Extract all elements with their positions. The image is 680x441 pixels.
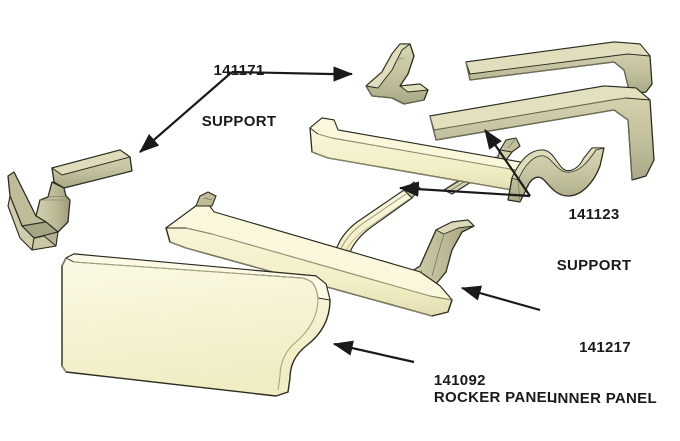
callout-141217-name: INNER PANEL (553, 390, 657, 407)
callout-141217: 141217 INNER PANEL (540, 305, 670, 441)
part-bracket-curved (507, 147, 605, 203)
callout-141123-name: SUPPORT (556, 257, 632, 274)
callout-141171-number: 141171 (213, 62, 265, 79)
leader-141217 (460, 285, 541, 312)
part-outer-panel-upper (465, 41, 653, 95)
callout-141171-name: SUPPORT (201, 113, 277, 130)
leader-141092 (332, 340, 415, 364)
parts-illustration (7, 41, 655, 397)
leader-141123 (398, 129, 531, 198)
callout-141092-name: ROCKER PANEL (433, 389, 557, 406)
part-support-left (7, 149, 133, 251)
callout-141171: 141171 SUPPORT (184, 28, 294, 164)
part-support-right (365, 43, 429, 105)
callout-141123: 141123 SUPPORT (534, 172, 654, 308)
callout-141092: 141092 ROCKER PANEL (416, 355, 646, 423)
part-inner-panel (165, 191, 453, 317)
callout-141092-number: 141092 (433, 372, 491, 389)
part-rocker-panel (61, 253, 331, 397)
leader-141171 (139, 66, 354, 153)
callout-141123-number: 141123 (568, 206, 620, 223)
callout-141217-number: 141217 (579, 339, 631, 356)
exploded-parts-diagram: 141171 SUPPORT 141123 SUPPORT 141217 INN… (7, 28, 657, 423)
part-outer-panel-strip (429, 85, 655, 181)
